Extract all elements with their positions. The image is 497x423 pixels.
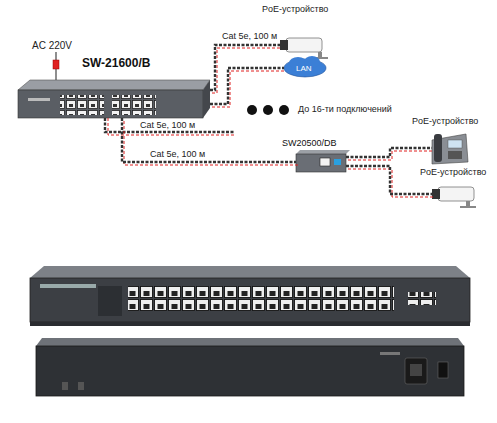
cable (346, 166, 432, 194)
node-label: PoE-устройство (412, 116, 478, 127)
node-label: SW-21600/B (82, 58, 150, 69)
node-label: PoE-устройство (420, 167, 486, 178)
switch-box: SW-21600/B (18, 80, 210, 118)
cable (210, 68, 284, 104)
power-pair (348, 151, 434, 160)
power-pair (212, 48, 282, 93)
device-box: PoE-устройство (432, 185, 476, 207)
splitter-box: SW20500/DB (296, 150, 346, 172)
cable-label: Cat 5e, 100 м (150, 149, 205, 160)
switch-front-photo (30, 266, 470, 326)
node-label: SW20500/DB (282, 138, 337, 149)
cable-label: Cat 5e, 100 м (222, 31, 277, 42)
note-label: Cat 5e, 100 м (140, 120, 195, 131)
phone-icon (432, 134, 468, 164)
camera-icon (432, 187, 476, 208)
ellipsis-dots (247, 105, 289, 115)
cable (105, 118, 235, 135)
switch-illustration (18, 80, 210, 118)
device-box: PoE-устройство (432, 134, 468, 164)
cable (122, 118, 296, 162)
note-label: AC 220V (32, 40, 72, 51)
lan-box: LAN (284, 58, 326, 78)
power-pair (124, 121, 298, 165)
switch-back-photo (36, 338, 464, 396)
lan-cloud (284, 56, 326, 77)
node-label: PoE-устройство (262, 4, 328, 15)
camera-icon (280, 38, 328, 59)
splitter-illustration (296, 150, 350, 172)
node-label: LAN (296, 63, 312, 74)
cable (346, 148, 432, 157)
power-lead (53, 52, 59, 80)
power-pair (212, 71, 286, 107)
cable (210, 45, 280, 90)
device-box: PoE-устройство (280, 36, 328, 58)
note-label: До 16-ти подключений (298, 104, 392, 115)
